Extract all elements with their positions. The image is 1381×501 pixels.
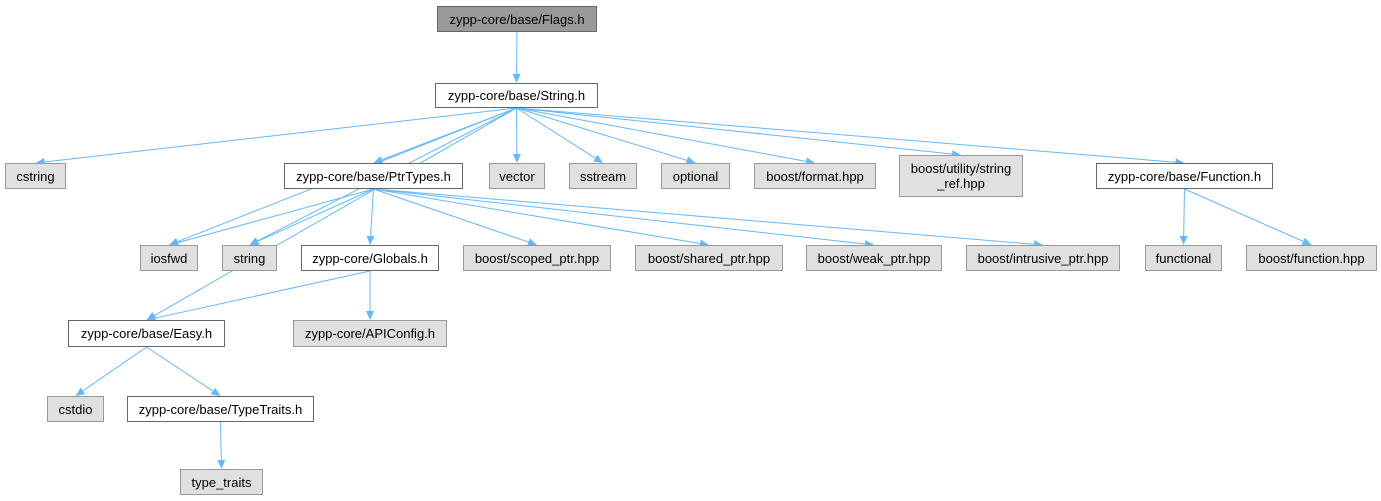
node-boost-string-ref: boost/utility/string _ref.hpp [899, 155, 1023, 197]
arrowhead-ptrtypes-to-iosfwd [169, 238, 179, 247]
edge-function_h-to-boost_function [1184, 188, 1304, 242]
arrowhead-easy-to-cstdio [75, 387, 86, 396]
edge-string_h-to-function_h [516, 107, 1176, 163]
edge-ptrtypes-to-iosfwd [177, 188, 374, 244]
edge-easy-to-cstdio [82, 346, 147, 392]
node-boost-shared-ptr: boost/shared_ptr.hpp [635, 245, 783, 271]
edge-ptrtypes-to-scoped_ptr [373, 188, 529, 243]
node-functional: functional [1145, 245, 1222, 271]
edge-function_h-to-functional [1183, 188, 1185, 237]
node-boost-function: boost/function.hpp [1246, 245, 1377, 271]
edge-string_h-to-optional [516, 107, 688, 161]
node-cstdio: cstdio [47, 396, 104, 422]
node-boost-intrusive-ptr: boost/intrusive_ptr.hpp [966, 245, 1120, 271]
edge-string_h-to-cstring [44, 107, 517, 163]
node-vector: vector [489, 163, 545, 189]
arrowhead-string_h-to-sstream [593, 154, 603, 163]
edge-ptrtypes-to-weak_ptr [373, 188, 866, 245]
arrowhead-globals-to-apiconfig [366, 311, 374, 320]
arrowhead-easy-to-typetraits [210, 387, 221, 396]
edge-ptrtypes-to-shared_ptr [373, 188, 701, 245]
edge-string_h-to-sstream [516, 107, 596, 159]
node-boost-format: boost/format.hpp [754, 163, 876, 189]
edge-typetraits-to-type_traits [220, 421, 222, 461]
node-boost-scoped-ptr: boost/scoped_ptr.hpp [463, 245, 611, 271]
node-boost-weak-ptr: boost/weak_ptr.hpp [806, 245, 942, 271]
arrowhead-ptrtypes-to-globals [366, 235, 375, 245]
arrowhead-flags-to-string_h [512, 73, 521, 83]
edge-string_h-to-boost_string_ref [516, 107, 953, 155]
arrowhead-function_h-to-functional [1179, 235, 1188, 245]
node-sstream: sstream [569, 163, 637, 189]
node-type-traits: type_traits [180, 469, 263, 495]
arrowhead-string_h-to-ptrtypes [373, 156, 384, 164]
edge-ptrtypes-to-globals [370, 188, 374, 237]
edge-easy-to-typetraits [146, 346, 214, 392]
edge-string_h-to-ptrtypes [381, 107, 517, 161]
node-function-h[interactable]: zypp-core/base/Function.h [1096, 163, 1273, 189]
node-optional: optional [661, 163, 730, 189]
arrowhead-ptrtypes-to-scoped_ptr [527, 238, 537, 246]
node-globals-h[interactable]: zypp-core/Globals.h [301, 245, 439, 271]
edge-globals-to-easy [155, 270, 371, 319]
arrowhead-ptrtypes-to-string [249, 237, 260, 245]
edge-string_h-to-boost_format [516, 107, 807, 162]
node-iosfwd: iosfwd [140, 245, 198, 271]
node-string: string [222, 245, 277, 271]
node-flags-h: zypp-core/base/Flags.h [437, 6, 597, 32]
node-cstring: cstring [5, 163, 66, 189]
arrowhead-string_h-to-vector [512, 153, 521, 163]
node-easy-h[interactable]: zypp-core/base/Easy.h [68, 320, 225, 347]
edge-ptrtypes-to-string [257, 188, 374, 242]
edge-string_h-to-easy [154, 107, 517, 316]
node-ptrtypes-h[interactable]: zypp-core/base/PtrTypes.h [284, 163, 463, 189]
arrowhead-string_h-to-optional [685, 156, 696, 165]
node-apiconfig-h: zypp-core/APIConfig.h [293, 320, 447, 347]
node-typetraits-h[interactable]: zypp-core/base/TypeTraits.h [127, 396, 314, 422]
node-string-h[interactable]: zypp-core/base/String.h [435, 83, 598, 108]
edge-ptrtypes-to-intrusive_ptr [373, 188, 1035, 245]
arrowhead-typetraits-to-type_traits [217, 459, 226, 469]
arrowhead-function_h-to-boost_function [1301, 237, 1312, 246]
